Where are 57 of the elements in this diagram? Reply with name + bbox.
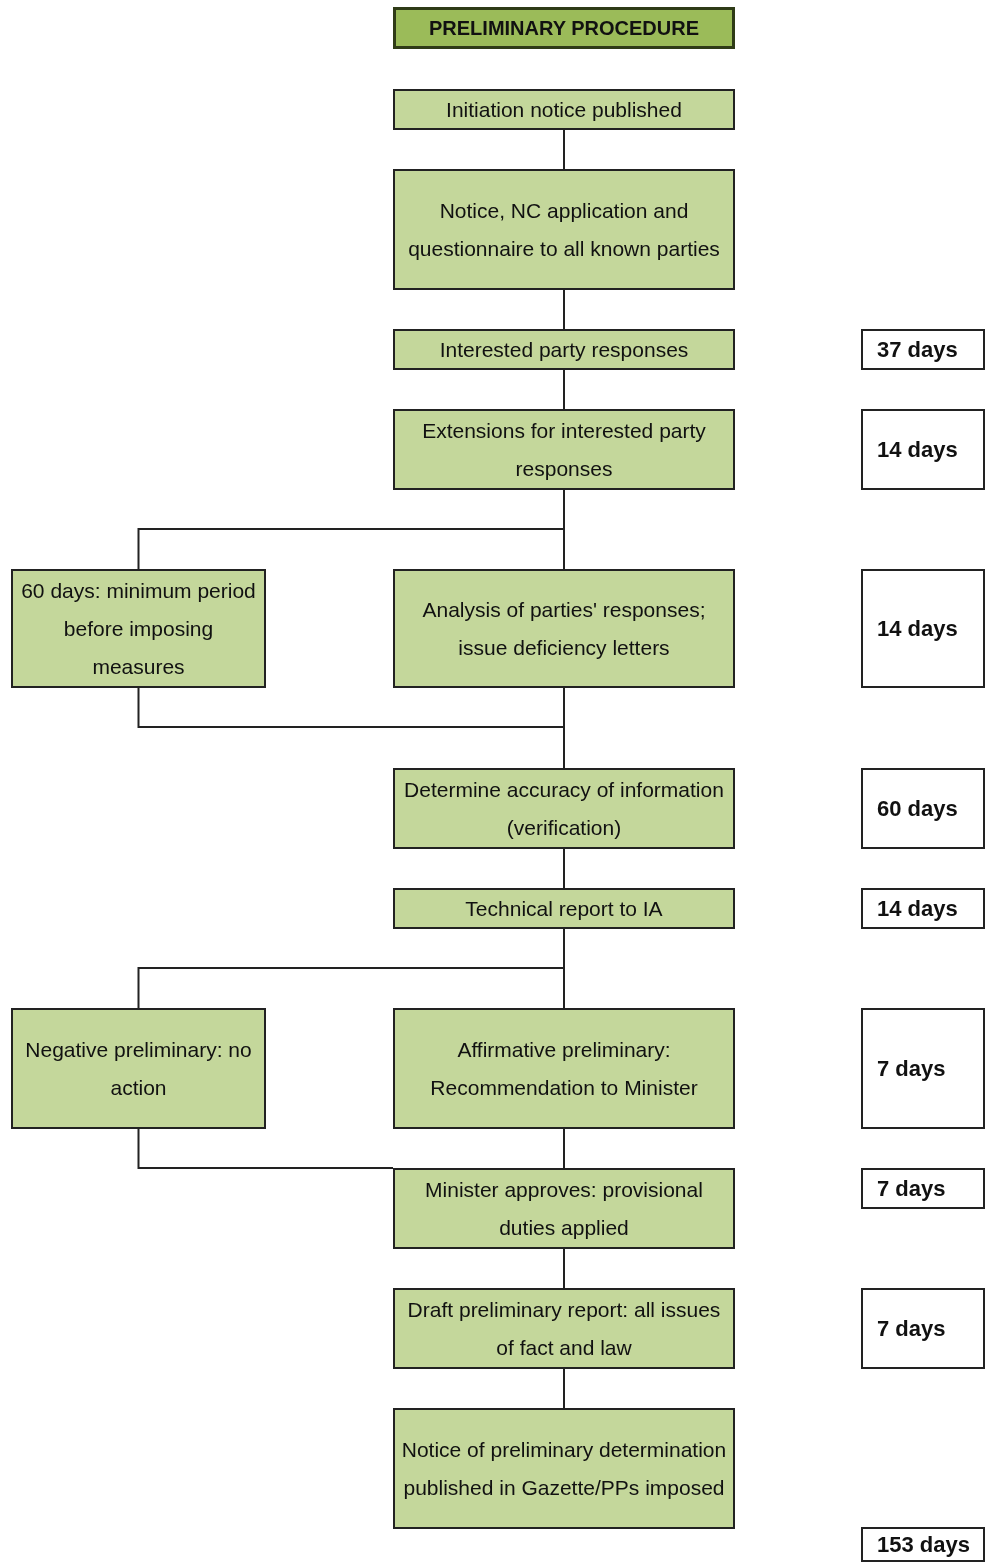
step-text: Minister approves: provisional duties applied <box>424 1176 704 1241</box>
duration-text: 14 days <box>877 435 958 464</box>
heading-text: PRELIMINARY PROCEDURE <box>429 16 699 40</box>
process-box <box>393 169 735 290</box>
step-text: Extensions for interested party responses <box>421 417 707 482</box>
duration-text: 14 days <box>877 894 958 923</box>
process-box <box>393 409 735 490</box>
connector-line <box>563 289 565 330</box>
process-box <box>393 888 735 929</box>
duration-box <box>861 1527 985 1562</box>
duration-text: 153 days <box>877 1530 970 1559</box>
connector-line <box>563 489 565 570</box>
connector-line <box>563 129 565 170</box>
step-text: Negative preliminary: no action <box>24 1036 253 1101</box>
process-box <box>393 768 735 849</box>
step-text: Interested party responses <box>439 336 689 363</box>
duration-text: 37 days <box>877 335 958 364</box>
connector-line <box>563 687 565 769</box>
process-box <box>393 1408 735 1529</box>
connector-line <box>563 369 565 410</box>
duration-box <box>861 1288 985 1369</box>
connector-line <box>563 848 565 889</box>
duration-box <box>861 329 985 370</box>
connector-line <box>563 1368 565 1409</box>
duration-box <box>861 1008 985 1129</box>
process-box <box>393 89 735 130</box>
connector-line <box>563 1248 565 1289</box>
duration-text: 14 days <box>877 614 958 643</box>
step-text: 60 days: minimum period before imposing measures <box>20 577 257 680</box>
connector-line <box>563 1128 565 1169</box>
connector-line <box>137 1128 394 1169</box>
step-text: Affirmative preliminary: Recommendation to Minister <box>429 1036 699 1101</box>
process-box <box>393 329 735 370</box>
duration-box <box>861 888 985 929</box>
process-box <box>11 1008 266 1129</box>
process-box <box>393 1008 735 1129</box>
step-text: Technical report to IA <box>465 895 663 922</box>
step-text: Initiation notice published <box>446 96 682 123</box>
process-box <box>393 569 735 688</box>
duration-text: 7 days <box>877 1314 946 1343</box>
step-text: Determine accuracy of information (verification) <box>403 776 725 841</box>
duration-text: 7 days <box>877 1174 946 1203</box>
duration-box <box>861 409 985 490</box>
process-box <box>393 1288 735 1369</box>
duration-box <box>861 1168 985 1209</box>
duration-text: 60 days <box>877 794 958 823</box>
duration-box <box>861 768 985 849</box>
step-text: Notice of preliminary determination published in Gazette/PPs imposed <box>400 1436 728 1501</box>
step-text: Notice, NC application and questionnaire to all known parties <box>407 197 721 262</box>
duration-box <box>861 569 985 688</box>
title-box <box>393 7 735 49</box>
step-text: Draft preliminary report: all issues of fact and law <box>406 1296 722 1361</box>
process-box <box>11 569 266 688</box>
process-box <box>393 1168 735 1249</box>
connector-line <box>563 928 565 1009</box>
duration-text: 7 days <box>877 1054 946 1083</box>
step-text: Analysis of parties' responses; issue deficiency letters <box>421 596 707 661</box>
